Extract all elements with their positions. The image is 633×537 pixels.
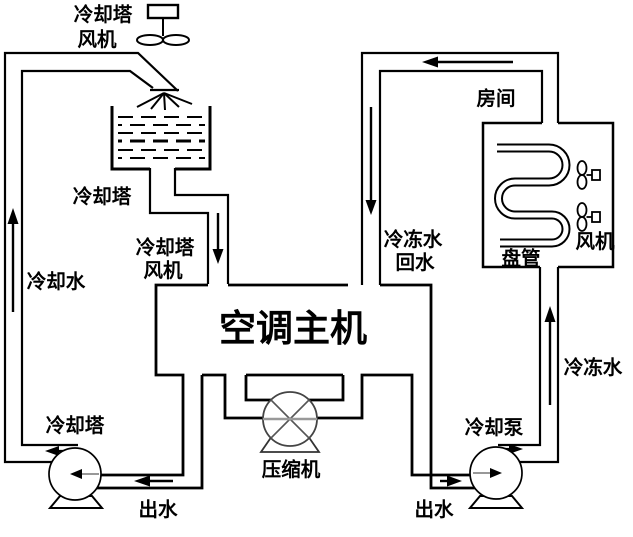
coil-fan-icon-bottom (576, 202, 601, 232)
compressor-icon (259, 391, 321, 453)
left-pump-icon (47, 447, 105, 509)
arrow-right-outlet-right (440, 475, 462, 487)
labels: 冷却塔 风机 房间 冷却塔 冷却塔 风机 冷却水 冷冻水 回水 风机 盘管 空调… (27, 3, 623, 521)
spray-nozzle-icon (136, 92, 193, 111)
arrow-down-chilled-return (365, 107, 377, 215)
coil-fan-icon-top (576, 160, 601, 190)
cooling-tower-fan-icon (136, 3, 190, 46)
outlet-right-label: 出水 (414, 498, 454, 521)
cooling-tower-label: 冷却塔 (73, 185, 132, 208)
compressor-label: 压缩机 (262, 458, 321, 481)
water-surface-lines (118, 116, 205, 159)
arrow-up-chilled-supply (544, 306, 556, 405)
coil-fan-label: 风机 (575, 231, 615, 253)
arrow-up-cooling-water (7, 208, 19, 312)
left-pump-label: 冷却塔 (46, 414, 105, 437)
main-unit-box (78, 283, 494, 490)
chilled-return-label-line2: 回水 (395, 251, 435, 274)
mid-fan-label-line1: 冷却塔 (136, 236, 195, 259)
chilled-return-label-line1: 冷冻水 (384, 228, 443, 251)
arrow-down-tank-return (212, 213, 224, 264)
right-pump-icon (467, 446, 525, 509)
cooling-water-supply-pipe (3, 51, 179, 464)
arrow-left-room-return (422, 56, 513, 68)
coil-serpentine (493, 143, 571, 248)
room-label: 房间 (476, 87, 515, 110)
coil-label: 盘管 (501, 247, 540, 270)
outlet-left-label: 出水 (138, 498, 178, 521)
cooling-water-return-pipe (148, 168, 230, 284)
mid-fan-label-line2: 风机 (143, 260, 183, 282)
fan-coil-unit-box (481, 121, 615, 269)
cooling-water-label: 冷却水 (27, 270, 86, 293)
top-fan-label-line1: 冷却塔 (74, 3, 133, 26)
pipe-network (3, 51, 615, 490)
flow-arrows (7, 56, 556, 487)
main-unit-label: 空调主机 (219, 308, 367, 350)
arrow-left-outlet-left (134, 475, 173, 487)
right-pump-label: 冷却泵 (465, 416, 524, 439)
chilled-water-label: 冷冻水 (564, 356, 623, 379)
chilled-water-return-pipe (360, 51, 560, 285)
top-fan-label-line2: 风机 (77, 29, 117, 51)
cooling-tower-tank (110, 106, 212, 171)
